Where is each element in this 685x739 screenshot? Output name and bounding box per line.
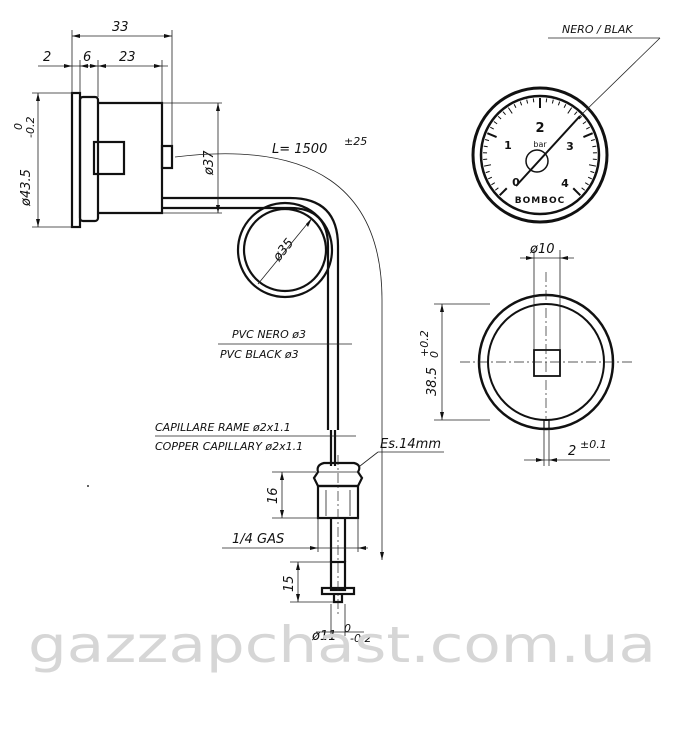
dial-tick (483, 164, 492, 167)
unit-label: bar (533, 140, 547, 149)
dial-tick (581, 187, 586, 191)
copper-label-it: CAPILLARE RAME ø2x1.1 (155, 421, 291, 434)
bezel (78, 95, 100, 223)
scale-label-1: 1 (504, 139, 512, 152)
dial-tick (502, 111, 506, 116)
copper-label-en: COPPER CAPILLARY ø2x1.1 (155, 440, 303, 453)
dim-bezel: 6 (83, 50, 91, 65)
scale-label-2: 2 (535, 121, 544, 136)
dial-face (479, 94, 601, 216)
dim-body: 23 (119, 50, 136, 65)
dial-tick (519, 101, 523, 106)
capillary-coil (236, 201, 334, 299)
dial-tick (582, 121, 587, 125)
dial-tick (574, 111, 578, 116)
bulb-tol-upper: 0 (344, 622, 351, 635)
dial-tick (494, 187, 499, 191)
dial-tick (572, 187, 582, 197)
dial-tick (498, 187, 508, 197)
thread-size: 1/4 GAS (232, 532, 284, 547)
dial-tick (588, 164, 597, 167)
dial-tick (590, 139, 595, 142)
capillary-length: L= 1500 (272, 142, 327, 157)
dim-tab-tol: ±0.1 (580, 438, 607, 451)
nut-height: 16 (266, 487, 281, 504)
wrench-size: Es.14mm (380, 437, 441, 452)
side-view: 33 2 6 23 ø43.5 0 -0.2 ø37 (12, 20, 290, 229)
dial-tick (513, 103, 517, 109)
bulb-tol-lower: -0.2 (350, 632, 371, 645)
dial-tick (567, 107, 573, 114)
dial-tick (507, 107, 513, 114)
dial-tick (563, 103, 567, 109)
bulb-diameter: ø11 (311, 629, 337, 644)
dim-flange: 2 (43, 50, 51, 65)
dim-flange-diameter: ø43.5 (19, 169, 34, 207)
scale-label-4: 4 (561, 177, 569, 190)
brand-logo: BOMBOC (515, 196, 566, 206)
dim-overall-length: 33 (112, 20, 129, 35)
locating-tab (543, 419, 550, 430)
dim-cutout-tol-lower: 0 (428, 351, 441, 358)
rear-nib (160, 144, 174, 170)
dim-tab-width: 2 (568, 444, 576, 459)
watermark: gazzapchast.com.ua (28, 616, 656, 674)
dial-tick (584, 182, 589, 186)
dial-tick (587, 176, 592, 180)
scale-label-0: 0 (512, 176, 520, 189)
dial-tick (486, 132, 497, 138)
dim-cutout-tol-upper: +0.2 (418, 330, 431, 357)
front-view: 2 1 3 0 4 bar BOMBOC NERO / BLAK (471, 23, 661, 224)
pvc-label-en: PVC BLACK ø3 (220, 348, 299, 361)
coil-diameter: ø35 (270, 236, 298, 265)
dial-tick (526, 99, 529, 104)
pvc-label-it: PVC NERO ø3 (232, 328, 306, 341)
dim-flange-tol-lower: -0.2 (24, 117, 37, 138)
dim-cutout-diameter: 38.5 (425, 367, 440, 396)
dial-ticks (483, 98, 597, 197)
bulb-length: 15 (282, 575, 297, 592)
flange (70, 91, 82, 229)
dim-body-diameter: ø37 (202, 150, 217, 176)
dial-tick (483, 145, 488, 148)
dial-tick (592, 145, 597, 148)
dial-tick (491, 182, 496, 186)
dial-outer-ring (471, 86, 609, 224)
pointer-label: NERO / BLAK (562, 23, 633, 36)
dial-tick (493, 121, 498, 125)
capillary-length-tol: ±25 (344, 135, 367, 148)
hex-nut (312, 461, 364, 488)
dial-tick (583, 132, 594, 138)
dial-tick (585, 126, 590, 130)
dial-tick (488, 176, 493, 180)
dial-hub (525, 149, 549, 173)
dial-tick (497, 115, 502, 120)
dial-tick (485, 139, 490, 142)
dial-tick (557, 101, 561, 106)
fitting: Es.14mm 16 1/4 GAS 15 ø11 0 -0.2 (222, 437, 444, 645)
back-view: ø10 38.5 +0.2 0 2 ±0.1 (418, 242, 634, 466)
pointer-needle (515, 115, 581, 187)
dial-tick (590, 170, 595, 174)
scale-label-3: 3 (566, 140, 574, 153)
dial-tick (578, 115, 583, 120)
dim-flange-tol-upper: 0 (12, 123, 25, 130)
gauge-body (98, 101, 164, 215)
dial-tick (490, 126, 495, 130)
square-stem (533, 349, 561, 377)
dim-stem-diameter: ø10 (529, 242, 555, 257)
dial-tick (485, 170, 490, 174)
dial-tick (551, 99, 554, 104)
square-boss (92, 140, 126, 176)
